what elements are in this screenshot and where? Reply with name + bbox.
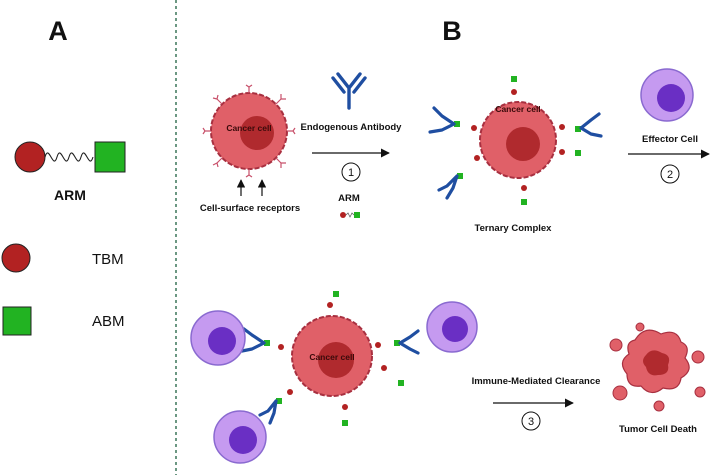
immune-mediated-clearance-label: Immune-Mediated Clearance [472, 376, 601, 387]
tbm-legend-icon [1, 243, 31, 273]
cancer-cell-2-label: Cancer cell [495, 104, 540, 114]
abm-legend-icon [2, 306, 32, 336]
effector-cell-icon [640, 68, 694, 122]
cancer-cell-1-label: Cancer cell [226, 123, 271, 133]
arm-legend-label: ARM [54, 187, 86, 203]
tumor-cell-death-label: Tumor Cell Death [619, 424, 697, 435]
step-3-marker: 3 [521, 411, 541, 431]
arm-legend-molecule [14, 141, 126, 173]
step-2-marker: 2 [660, 164, 680, 184]
cancer-cell-2-ternary [428, 76, 603, 205]
ternary-complex-label: Ternary Complex [475, 223, 553, 234]
abm-legend-label: ABM [92, 313, 125, 330]
svg-text:3: 3 [528, 416, 534, 428]
endogenous-antibody-icon [331, 72, 367, 110]
arm-small-label: ARM [338, 193, 360, 204]
effector-cell-label: Effector Cell [642, 134, 698, 145]
panel-label-a: A [48, 16, 68, 46]
cancer-cell-3-with-effectors [190, 291, 478, 464]
cancer-cell-1 [202, 84, 296, 178]
arm-small-icon [340, 212, 360, 218]
svg-text:1: 1 [348, 167, 354, 179]
endogenous-antibody-label: Endogenous Antibody [301, 122, 403, 133]
tumor-cell-death-icon [609, 322, 706, 412]
svg-text:2: 2 [667, 169, 673, 181]
tbm-legend-label: TBM [92, 251, 124, 268]
cancer-cell-3-label: Cancer cell [309, 352, 354, 362]
panel-label-b: B [442, 16, 462, 46]
step-1-marker: 1 [341, 162, 361, 182]
cell-surface-receptors-label: Cell-surface receptors [200, 203, 300, 214]
